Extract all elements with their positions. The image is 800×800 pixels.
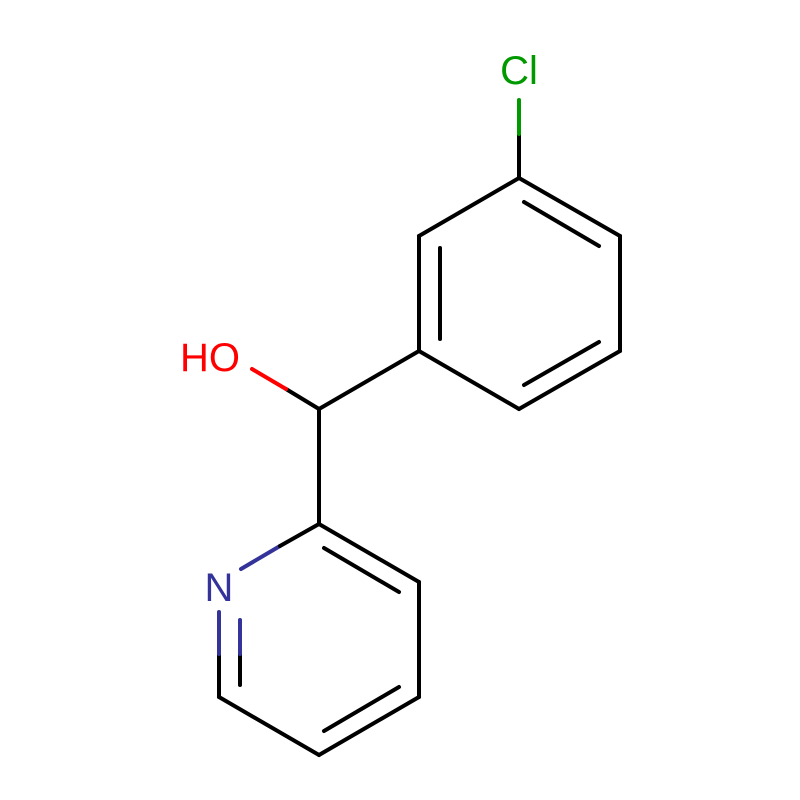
hydroxyl-label: HO	[180, 336, 240, 380]
chlorine-label: Cl	[500, 49, 538, 93]
nitrogen-label: N	[205, 566, 234, 610]
bond-carbinol-oxygen-red	[250, 367, 288, 391]
chlorophenyl-ring	[417, 176, 622, 411]
bond-carbinol-oxygen-black	[284, 387, 321, 411]
bond-p4-p5	[217, 695, 321, 757]
pyridine-ring	[217, 522, 421, 757]
bond-c1-c2-inner	[522, 200, 601, 248]
bond-c4-c5	[417, 349, 521, 411]
carbinol-bonds	[250, 349, 421, 526]
bond-ring-carbinol	[317, 349, 421, 411]
bond-c3-c4-inner	[522, 340, 601, 387]
bond-p1-p2	[317, 522, 421, 584]
bond-n-p1-blue	[239, 544, 282, 571]
bond-c3-c4	[517, 349, 622, 411]
bond-p1-p2-inner	[322, 546, 401, 594]
bond-c6-c1	[417, 176, 521, 238]
bond-p3-p4	[317, 695, 421, 757]
bond-p3-p4-inner	[322, 685, 401, 733]
bond-n-p1-black	[278, 522, 321, 548]
bond-c1-c2	[517, 176, 622, 238]
